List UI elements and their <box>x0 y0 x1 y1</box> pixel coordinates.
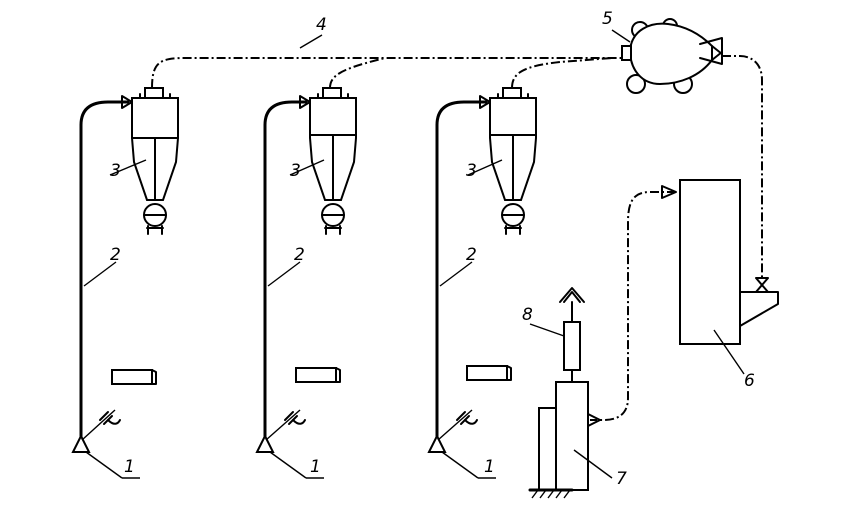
label-3b: 3 <box>290 161 301 181</box>
label-7-leader <box>573 449 613 479</box>
label-2b: 2 <box>294 245 305 265</box>
label-3c: 3 <box>466 161 477 181</box>
unit-7 <box>555 381 589 491</box>
label-5: 5 <box>602 9 613 29</box>
label-8-leader <box>529 323 565 337</box>
pump-1c <box>427 433 447 453</box>
unit-7-inlet <box>587 413 601 427</box>
fan-outlet-line <box>722 55 763 280</box>
cyclone-unit-a: 1 2 3 <box>71 87 179 479</box>
filter-hopper <box>739 291 779 327</box>
collector-branch-2 <box>329 57 386 89</box>
label-7: 7 <box>616 469 627 489</box>
label-2a: 2 <box>110 245 121 265</box>
label-2c: 2 <box>466 245 477 265</box>
motor-a <box>111 369 153 385</box>
unit-7-side <box>538 407 557 491</box>
pipe-2c <box>435 100 488 442</box>
collector-branch-3 <box>511 57 613 89</box>
cyclone-unit-c: 1 2 3 <box>427 87 537 479</box>
label-1c: 1 <box>484 457 495 477</box>
pump-1b <box>255 433 275 453</box>
cyclone-unit-b: 1 2 3 <box>255 87 357 479</box>
label-6-leader <box>713 329 745 375</box>
pipe-2b <box>263 100 308 442</box>
label-6: 6 <box>744 371 755 391</box>
label-4-leader <box>299 34 323 49</box>
label-4: 4 <box>316 15 327 35</box>
label-8: 8 <box>522 305 533 325</box>
label-1b: 1 <box>310 457 321 477</box>
filter-to-unit-line <box>590 191 676 421</box>
filter-outlet-valve <box>661 185 677 199</box>
fan-5 <box>621 18 723 94</box>
label-3a: 3 <box>110 161 121 181</box>
stack-outlet-arrow <box>559 287 585 303</box>
motor-b <box>295 367 337 383</box>
filter-6 <box>679 179 741 345</box>
pump-1a <box>71 433 91 453</box>
stack-8 <box>563 321 581 371</box>
label-5-leader <box>611 29 631 43</box>
collector-line <box>151 57 623 89</box>
pipe-2a <box>79 100 130 442</box>
motor-c <box>466 365 508 381</box>
label-1a: 1 <box>124 457 135 477</box>
filter-inlet-valve <box>755 277 769 293</box>
unit-7-ground-hatch <box>531 489 571 499</box>
